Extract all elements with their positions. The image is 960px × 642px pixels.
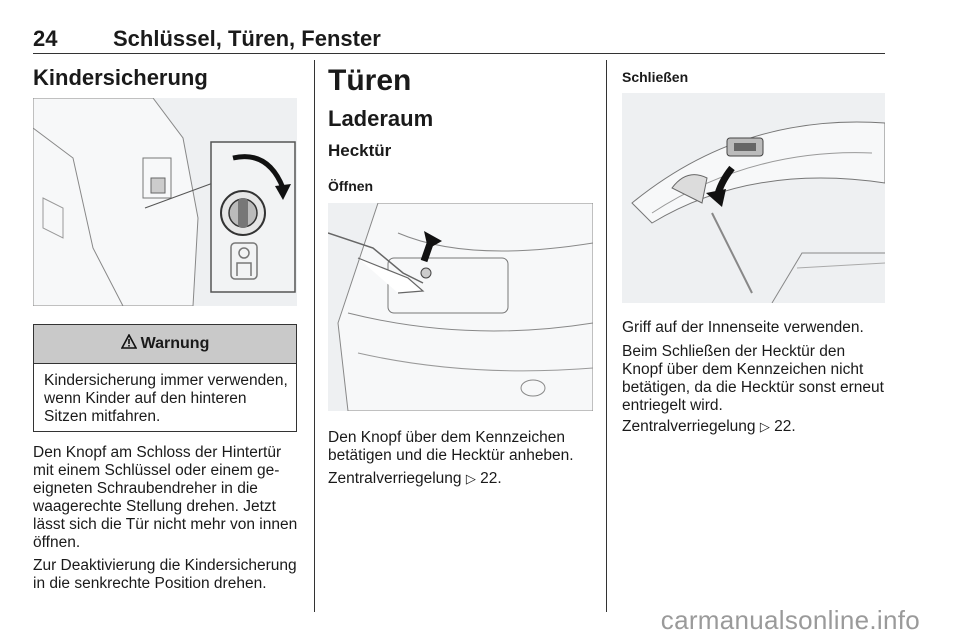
subsubsection-title-schliessen: Schließen [622,69,689,85]
running-title: Schlüssel, Türen, Fenster [113,26,381,51]
tailgate-close-illustration [622,93,885,303]
subsubsection-title-oeffnen: Öffnen [328,178,374,194]
watermark: carmanualsonline.info [660,605,920,635]
column-divider-1 [314,60,315,612]
child-lock-illustration [33,98,297,306]
paragraph-child-lock-activate: Den Knopf am Schloss der Hintertür mit e… [33,444,298,551]
paragraph-xref-central-locking-col3: Zentralverriegelung ▷ 22. [622,418,796,435]
xref-arrow-icon: ▷ [465,471,476,486]
section-title-kindersicherung: Kindersicherung [33,65,208,90]
paragraph-use-handle: Griff auf der Innenseite verwenden. [622,319,864,336]
xref-page[interactable]: 22. [774,418,796,435]
header-rule [33,53,885,54]
warning-icon [120,333,137,354]
page-number: 24 [33,26,58,51]
paragraph-child-lock-deactivate: Zur Deaktivierung die Kinder­sicherung i… [33,557,297,592]
page-header: 24 Schlüssel, Türen, Fenster [33,26,885,54]
paragraph-closing-warning: Beim Schließen der Hecktür den Knopf übe… [622,343,884,414]
xref-arrow-icon: ▷ [759,419,770,434]
warning-text: Kindersicherung immer verwen­den, wenn K… [44,372,288,425]
xref-page[interactable]: 22. [480,470,502,487]
tailgate-open-illustration [328,203,593,411]
paragraph-open-tailgate: Den Knopf über dem Kennzeichen betätigen… [328,429,574,464]
warning-header: Warnung [34,325,296,364]
subsection-title-hecktuer: Hecktür [328,141,392,160]
warning-box: Warnung Kindersicherung immer verwen­den… [33,324,297,432]
section-title-laderaum: Laderaum [328,106,434,131]
column-divider-2 [606,60,607,612]
warning-title: Warnung [140,335,210,352]
paragraph-xref-central-locking-col2: Zentralverriegelung ▷ 22. [328,470,502,487]
chapter-title-tueren: Türen [328,64,412,97]
